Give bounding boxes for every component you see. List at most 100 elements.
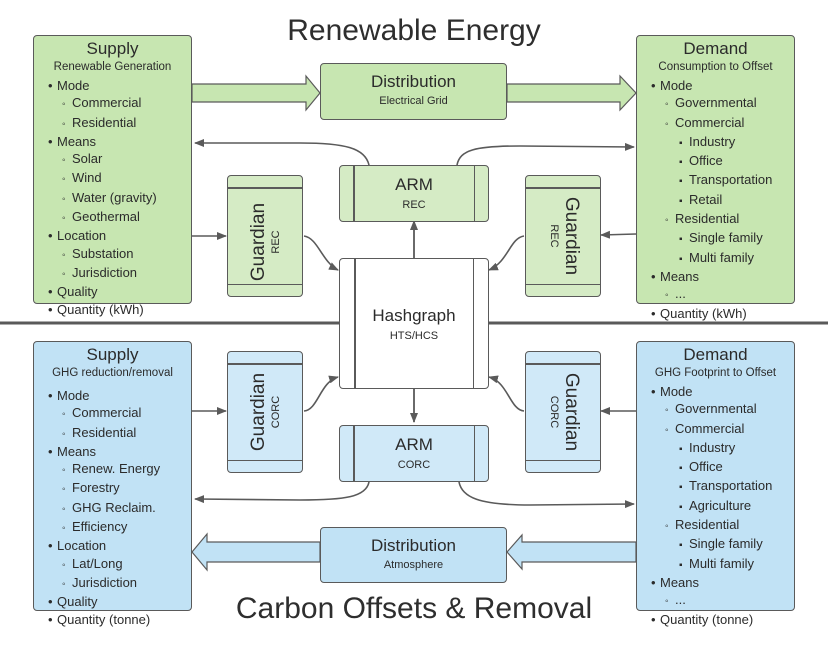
list-item: ...	[665, 591, 794, 610]
list-item: ModeCommercialResidential	[50, 77, 191, 133]
list-item-label: Transportation	[689, 478, 773, 494]
distribution-electrical-grid-box: Distribution Electrical Grid	[320, 63, 507, 120]
box-title: Distribution	[370, 536, 457, 555]
block-arrow-demand-to-distribution	[506, 533, 637, 571]
list-item: Jurisdiction	[62, 574, 191, 593]
list-item-label: ...	[675, 286, 686, 302]
list-item-label: Wind	[72, 170, 102, 186]
list-item-label: Substation	[72, 245, 134, 261]
list-item-label: Multi family	[689, 249, 755, 265]
list-item: Governmental	[665, 94, 794, 113]
sub-list: Single familyMulti family	[665, 229, 794, 268]
block-arrow-distribution-to-supply	[191, 532, 321, 572]
renewable-demand-panel: Demand Consumption to Offset ModeGovernm…	[636, 35, 795, 321]
list-item-label: GHG Reclaim.	[72, 499, 156, 515]
arrow-arm-rec-to-supply	[194, 139, 370, 166]
list-item: Office	[679, 152, 794, 171]
list-item: ModeGovernmentalCommercialIndustryOffice…	[653, 77, 794, 268]
list-item: Office	[679, 458, 794, 477]
sub-list: ...	[653, 591, 794, 610]
list-item-label: Agriculture	[689, 497, 752, 513]
list-item-label: Means	[660, 268, 700, 284]
list-item: Residential	[62, 424, 191, 443]
list-item-label: Commercial	[675, 420, 745, 436]
list-item: Single family	[679, 229, 794, 248]
list-item: CommercialIndustryOfficeTransportationRe…	[665, 114, 794, 210]
arrow-guardian-corc-right-to-hashgraph	[488, 375, 525, 412]
sub-list: CommercialResidential	[50, 94, 191, 133]
sub-list: CommercialResidential	[50, 404, 191, 443]
list-item-label: Quantity (tonne)	[660, 611, 754, 627]
box-subtitle: HTS/HCS	[389, 330, 439, 342]
list-item: Means...	[653, 574, 794, 611]
sub-list: IndustryOfficeTransportationAgriculture	[665, 439, 794, 516]
list-item-label: Mode	[660, 384, 693, 399]
list-item-label: Jurisdiction	[72, 574, 138, 590]
list-item: CommercialIndustryOfficeTransportationAg…	[665, 420, 794, 516]
list-item: LocationLat/LongJurisdiction	[50, 537, 191, 593]
list-item: Single family	[679, 535, 794, 554]
list-item-label: Quantity (kWh)	[57, 301, 144, 317]
list-item: Transportation	[679, 171, 794, 190]
list-item: Multi family	[679, 555, 794, 574]
list-item-label: Location	[57, 538, 107, 554]
list-item: Quantity (tonne)	[653, 611, 794, 628]
sub-list: GovernmentalCommercialIndustryOfficeTran…	[653, 400, 794, 574]
list-item-label: Residential	[675, 517, 740, 533]
list-item-label: Governmental	[675, 401, 757, 417]
arrow-guardian-rec-right-to-hashgraph	[488, 235, 525, 271]
guardian-corc-right-box: Guardian CORC	[525, 351, 601, 473]
list-item: Governmental	[665, 400, 794, 419]
list-item-label: Retail	[689, 191, 723, 207]
list-item: Quality	[50, 283, 191, 300]
list-item: Geothermal	[62, 208, 191, 227]
renewable-supply-panel: Supply Renewable Generation ModeCommerci…	[33, 35, 192, 317]
hashgraph-box: Hashgraph HTS/HCS	[339, 258, 489, 389]
list-item-label: Residential	[72, 114, 137, 130]
list-item-label: Mode	[57, 388, 90, 403]
box-subtitle: Electrical Grid	[379, 95, 448, 107]
list-item-label: Residential	[72, 424, 137, 440]
list-item-label: Commercial	[72, 405, 142, 421]
distribution-atmosphere-box: Distribution Atmosphere	[320, 527, 507, 583]
list-item-label: Means	[660, 574, 700, 590]
box-title: Guardian	[248, 372, 269, 452]
sub-list: Lat/LongJurisdiction	[50, 555, 191, 594]
carbon-supply-panel: Supply GHG reduction/removal ModeCommerc…	[33, 341, 192, 627]
list-item: Lat/Long	[62, 555, 191, 574]
list-item-label: Industry	[689, 439, 736, 455]
sub-list: Renew. EnergyForestryGHG Reclaim.Efficie…	[50, 460, 191, 537]
list-item-label: Industry	[689, 133, 736, 149]
arrow-demand-to-guardian-rec	[600, 230, 637, 239]
attribute-list: ModeGovernmentalCommercialIndustryOffice…	[637, 383, 794, 628]
list-item: Multi family	[679, 249, 794, 268]
list-item-label: Water (gravity)	[72, 189, 157, 205]
box-title: ARM	[395, 435, 433, 454]
list-item: Solar	[62, 150, 191, 169]
list-item-label: Quality	[57, 284, 98, 300]
list-item-label: Office	[689, 153, 723, 169]
list-item-label: Geothermal	[72, 209, 140, 225]
list-item-label: Renew. Energy	[72, 461, 161, 477]
list-item: Quantity (kWh)	[653, 305, 794, 322]
list-item: Quality	[50, 593, 191, 610]
attribute-list: ModeCommercialResidentialMeansSolarWindW…	[34, 77, 191, 318]
list-item-label: Commercial	[675, 114, 745, 130]
list-item: Agriculture	[679, 497, 794, 516]
arrow-arm-corc-to-supply	[194, 481, 370, 504]
list-item: ...	[665, 285, 794, 304]
guardian-corc-left-box: Guardian CORC	[227, 351, 303, 473]
list-item: ModeCommercialResidential	[50, 387, 191, 443]
sub-list: SubstationJurisdiction	[50, 245, 191, 284]
box-title: Hashgraph	[372, 306, 456, 325]
list-item: ModeGovernmentalCommercialIndustryOffice…	[653, 383, 794, 574]
list-item-label: Commercial	[72, 95, 142, 111]
arm-corc-box: ARM CORC	[339, 425, 489, 482]
block-arrow-distribution-to-demand	[506, 74, 637, 112]
list-item-label: Jurisdiction	[72, 264, 138, 280]
sub-list: ...	[653, 285, 794, 304]
list-item: Quantity (tonne)	[50, 611, 191, 628]
list-item: MeansRenew. EnergyForestryGHG Reclaim.Ef…	[50, 443, 191, 537]
box-title: Guardian	[248, 202, 269, 282]
block-arrow-supply-to-distribution	[191, 74, 321, 112]
